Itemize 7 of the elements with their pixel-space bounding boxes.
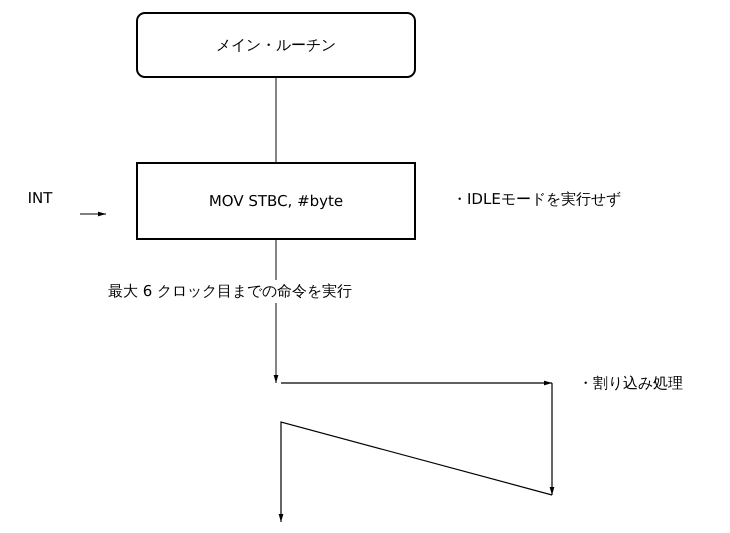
note-text: ・IDLEモードを実行せず <box>452 190 621 209</box>
process-box: MOV STBC, #byte <box>136 162 416 240</box>
routine-box: メイン・ルーチン <box>136 12 416 78</box>
signal-label: INT <box>20 185 60 211</box>
note-text: ・割り込み処理 <box>578 374 683 393</box>
edge-label: 最大 6 クロック目までの命令を実行 <box>108 280 352 302</box>
arrow <box>80 212 106 216</box>
